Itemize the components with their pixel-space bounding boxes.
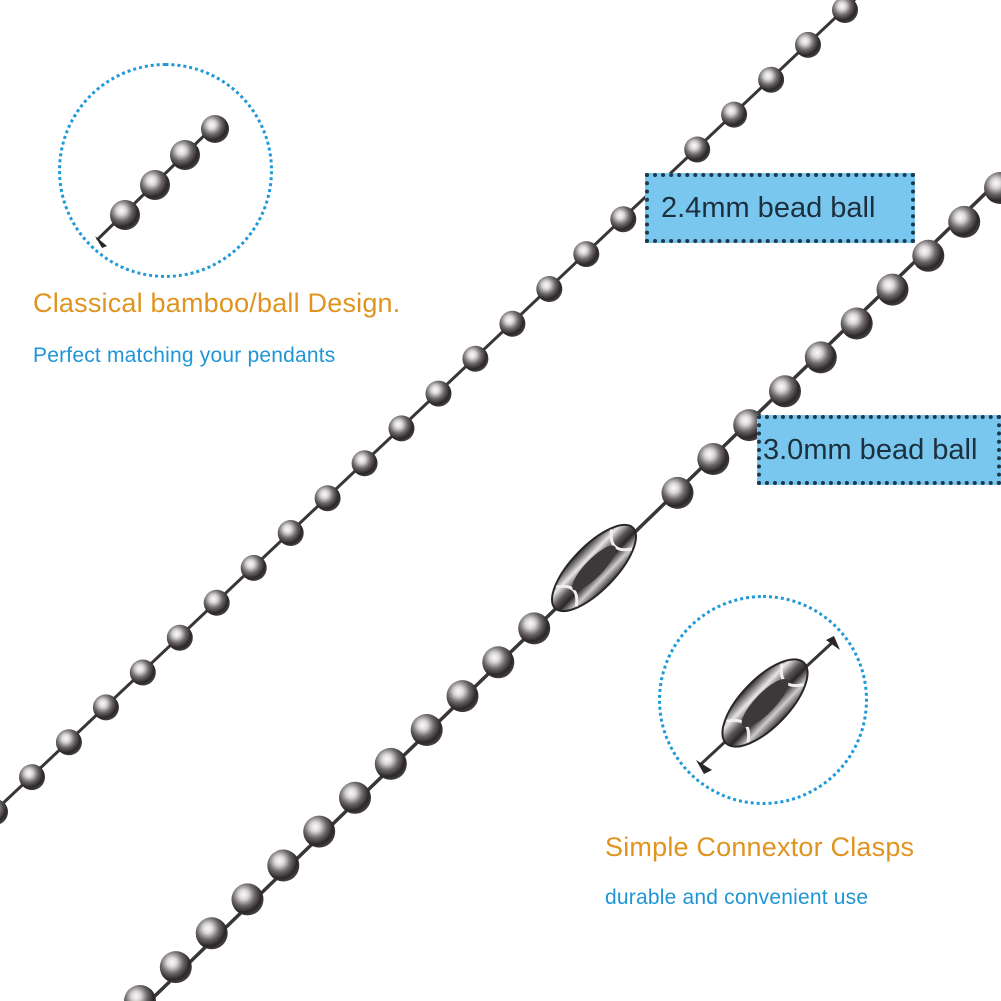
- chain-2-4mm: [0, 0, 858, 824]
- bead: [948, 205, 981, 238]
- bead: [840, 307, 873, 340]
- bead: [684, 136, 711, 163]
- bead: [536, 276, 563, 302]
- bead: [832, 0, 858, 23]
- bead: [159, 951, 192, 984]
- bead: [277, 520, 304, 546]
- bead: [462, 345, 489, 372]
- bead: [314, 485, 341, 512]
- bead: [610, 206, 637, 233]
- bead: [0, 800, 8, 824]
- bead: [55, 729, 82, 756]
- bead: [482, 646, 515, 679]
- size-label-2-4mm: 2.4mm bead ball: [645, 173, 915, 243]
- bead: [518, 612, 551, 645]
- design-headline: Classical bamboo/ball Design.: [33, 288, 401, 318]
- bead: [446, 680, 479, 713]
- bead: [303, 815, 336, 848]
- clasp-headline: Simple Connextor Clasps: [605, 832, 915, 862]
- size-label-3-0mm: 3.0mm bead ball: [757, 415, 1001, 485]
- clasp-detail-circle: [658, 595, 868, 805]
- bead: [661, 476, 694, 509]
- chain-3-0mm: [124, 172, 1001, 1001]
- bead: [124, 985, 156, 1001]
- chain-clasp: [551, 523, 637, 613]
- design-detail-circle: [58, 63, 273, 278]
- bead: [425, 380, 452, 407]
- bead: [203, 589, 230, 616]
- bead: [410, 714, 443, 746]
- bead: [912, 239, 945, 272]
- bead: [876, 273, 909, 306]
- bead: [351, 450, 378, 477]
- bead: [573, 241, 600, 268]
- size-label-2-4mm-text: 2.4mm bead ball: [661, 191, 876, 224]
- bead: [166, 624, 193, 651]
- bead: [19, 764, 45, 791]
- clasp-subline: durable and convenient use: [605, 886, 869, 909]
- bead: [769, 375, 801, 408]
- bead: [374, 747, 407, 780]
- bead: [697, 443, 730, 475]
- bead: [92, 694, 119, 721]
- bead: [984, 172, 1001, 204]
- bead: [795, 31, 821, 58]
- bead: [499, 310, 526, 337]
- bead: [388, 415, 415, 442]
- bead: [231, 883, 264, 916]
- bead: [339, 781, 371, 814]
- bead: [129, 659, 156, 686]
- design-subline: Perfect matching your pendants: [33, 344, 336, 367]
- bead: [721, 101, 748, 128]
- size-label-3-0mm-text: 3.0mm bead ball: [763, 433, 978, 466]
- bead: [267, 849, 300, 882]
- bead: [804, 341, 837, 374]
- bead: [758, 66, 785, 93]
- bead: [240, 554, 267, 581]
- bead: [195, 917, 228, 950]
